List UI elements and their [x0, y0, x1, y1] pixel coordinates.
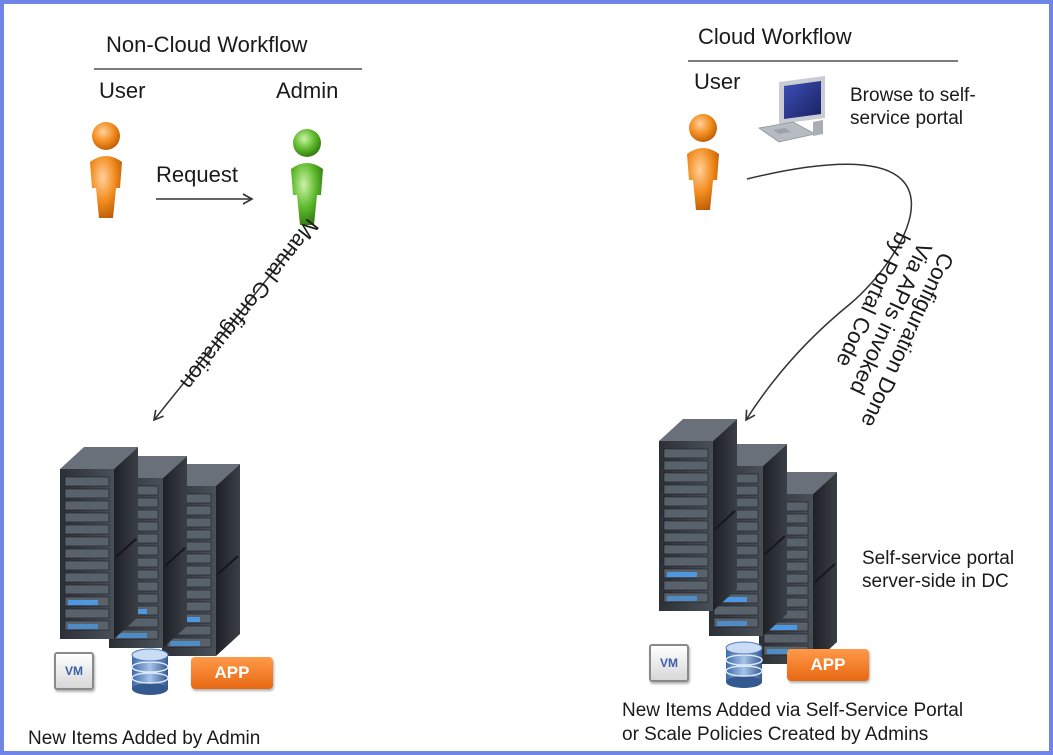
- user-orange-icon: [687, 114, 719, 210]
- app-icon: APP: [191, 657, 273, 689]
- right-user-label: User: [694, 69, 741, 94]
- database-icon: [725, 641, 763, 688]
- right-footer-line-2: or Scale Policies Created by Admins: [622, 724, 929, 745]
- left-user-label: User: [99, 78, 146, 103]
- admin-green-icon: [291, 129, 323, 225]
- server-side-label: Self-service portal server-side in DC: [862, 548, 1015, 592]
- left-footer: New Items Added by Admin: [28, 728, 261, 749]
- diagram-graphics: [59, 76, 913, 695]
- computer-icon: [757, 76, 825, 143]
- app-icon: APP: [787, 649, 869, 681]
- cloud-config-arrow: [745, 163, 913, 422]
- right-footer-line-1: New Items Added via Self-Service Portal: [622, 700, 964, 721]
- non-cloud-title: Non-Cloud Workflow: [106, 32, 308, 57]
- browse-label: Browse to self-service portal: [850, 85, 976, 129]
- vm-icon: VM: [54, 652, 94, 690]
- manual-config-arrow: [152, 247, 293, 422]
- non-cloud-title-rule: [94, 68, 362, 70]
- server-rack-icon: [59, 446, 139, 640]
- request-label: Request: [156, 162, 238, 187]
- admin-label: Admin: [276, 78, 339, 103]
- vm-icon: VM: [649, 644, 689, 682]
- database-icon: [131, 648, 169, 695]
- user-orange-icon: [90, 122, 122, 218]
- server-rack-icon: [658, 418, 738, 612]
- cloud-title: Cloud Workflow: [698, 24, 852, 49]
- cloud-title-rule: [688, 60, 958, 62]
